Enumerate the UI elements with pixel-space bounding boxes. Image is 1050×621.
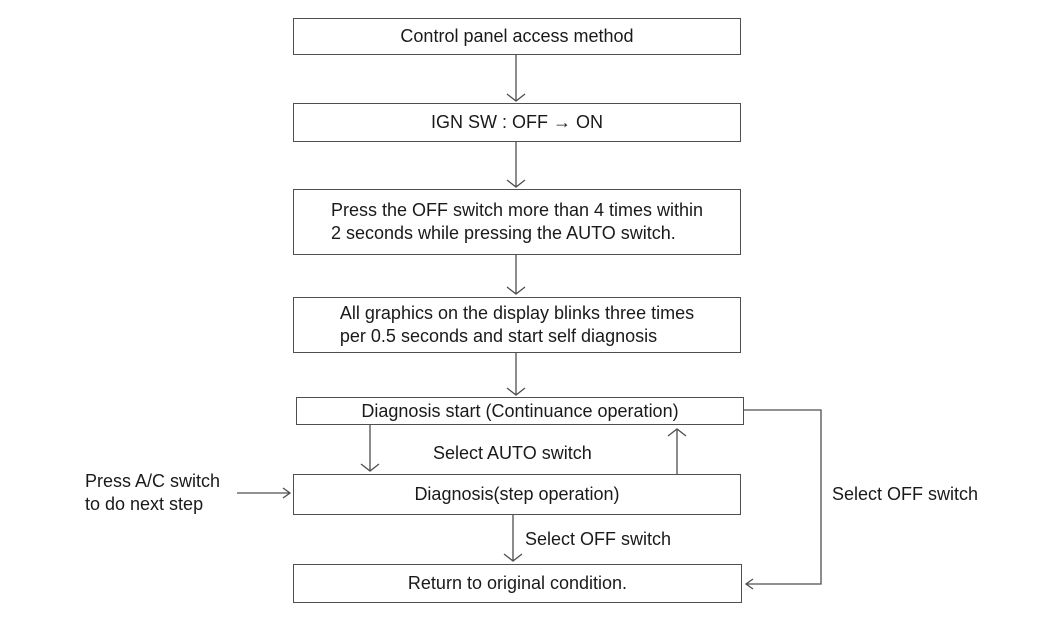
edge-label-select-off-switch-right: Select OFF switch — [832, 484, 979, 504]
flow-box-label: Diagnosis start (Continuance operation) — [361, 400, 679, 421]
flow-box-label: Return to original condition. — [407, 573, 628, 593]
flow-box-label: Diagnosis(step operation) — [414, 484, 620, 504]
arrow-press-ac-to-step — [237, 487, 292, 499]
flow-box-diagnosis-step: Diagnosis(step operation) — [293, 474, 741, 515]
flow-box-control-panel-access: Control panel access method — [293, 18, 741, 55]
arrow-diagnosis-start-to-return-route — [744, 409, 822, 590]
flow-box-graphics-blink: All graphics on the display blinks three… — [293, 297, 741, 353]
arrow-control-panel-to-ign — [506, 55, 526, 102]
flow-box-label: Press the OFF switch more than 4 times w… — [330, 200, 704, 243]
flow-box-return-original: Return to original condition. — [293, 564, 742, 603]
arrow-step-to-diagnosis-start — [667, 428, 687, 474]
arrow-diagnosis-start-to-step — [360, 425, 380, 472]
arrow-press-off-to-graphics — [506, 255, 526, 295]
flow-box-label: All graphics on the display blinks three… — [339, 303, 695, 346]
edge-label-select-off-switch-down: Select OFF switch — [525, 529, 672, 549]
flow-box-diagnosis-start: Diagnosis start (Continuance operation) — [296, 397, 744, 425]
flow-box-label: Control panel access method — [400, 26, 634, 46]
arrow-step-to-return — [503, 515, 523, 562]
flow-box-press-off-switch: Press the OFF switch more than 4 times w… — [293, 189, 741, 255]
arrow-graphics-to-diagnosis-start — [506, 353, 526, 396]
arrow-ign-to-press-off — [506, 142, 526, 188]
edge-label-press-ac-switch: Press A/C switch to do next step — [85, 471, 221, 514]
flow-box-label: IGN SW : OFF → ON — [431, 112, 603, 132]
flow-box-ign-sw: IGN SW : OFF → ON — [293, 103, 741, 142]
edge-label-select-auto-switch: Select AUTO switch — [433, 443, 592, 463]
